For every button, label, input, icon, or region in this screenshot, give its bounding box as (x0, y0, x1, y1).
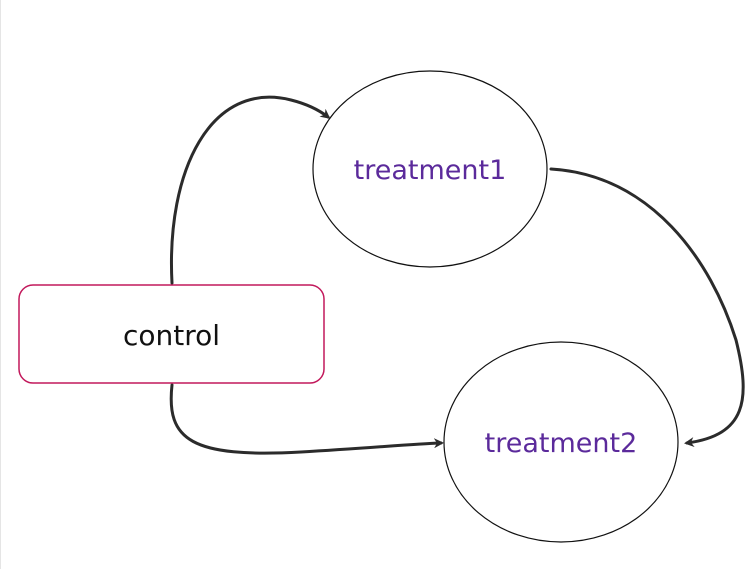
node-treatment1-ellipse (312, 70, 548, 268)
edge-control-to-treatment2 (169, 383, 444, 455)
edge-treatment1-to-treatment2 (549, 167, 745, 448)
node-treatment1-label: treatment1 (354, 155, 507, 186)
node-control-label: control (123, 319, 220, 352)
node-treatment2-label: treatment2 (485, 428, 638, 459)
node-treatment2-ellipse (443, 341, 679, 543)
node-treatment1[interactable]: treatment1 (312, 70, 548, 268)
edge-control-to-treatment1 (169, 95, 331, 285)
node-treatment2[interactable]: treatment2 (443, 341, 679, 543)
node-control[interactable]: control (18, 284, 325, 384)
node-control-box (18, 284, 325, 384)
